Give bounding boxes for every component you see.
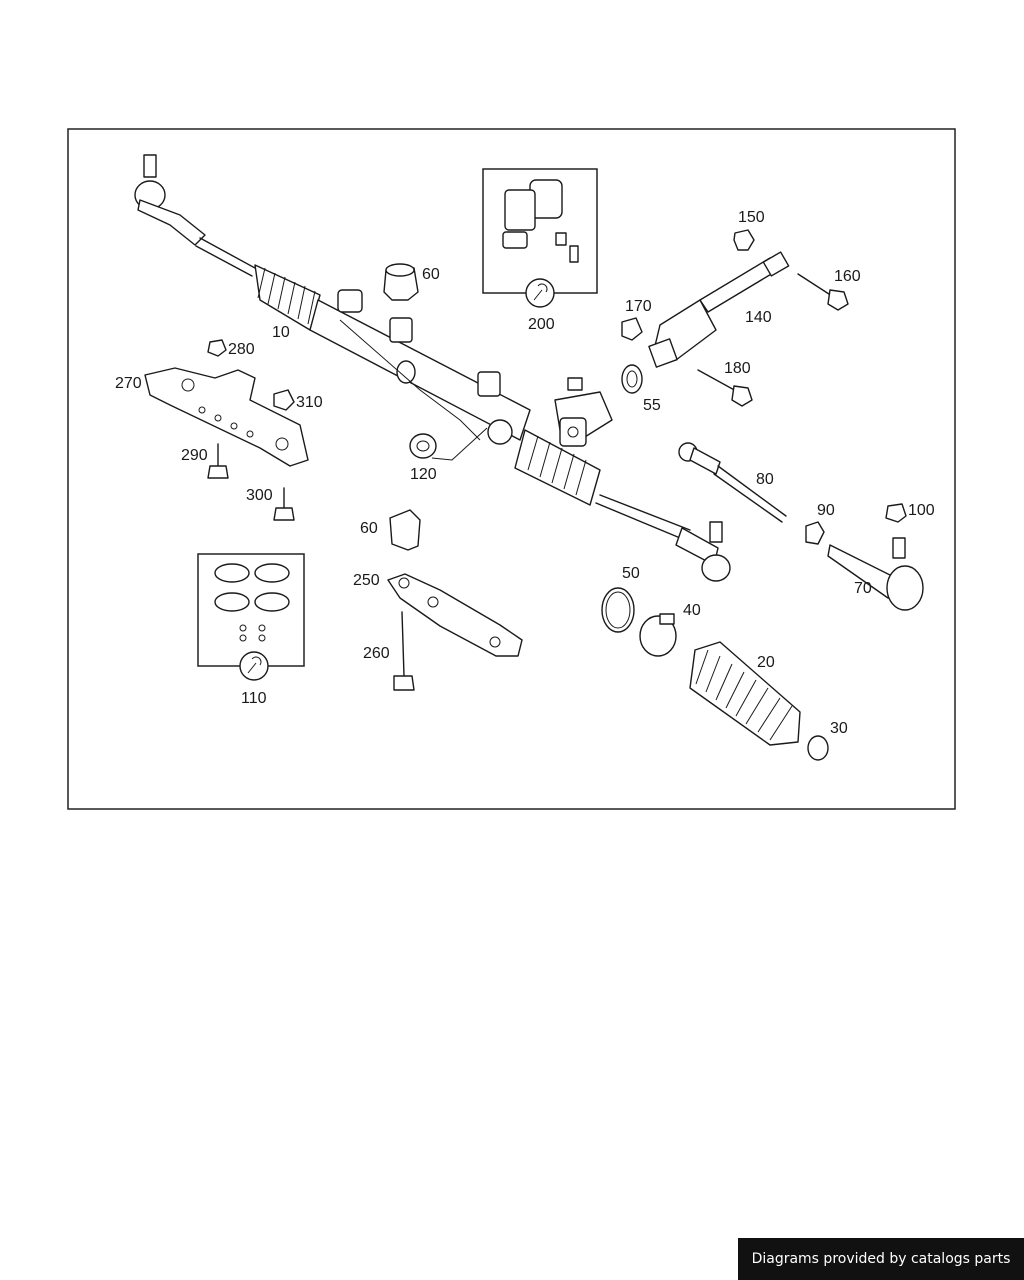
- credit-banner: Diagrams provided by catalogs parts: [738, 1238, 1024, 1280]
- nut-100: [885, 503, 907, 523]
- nut-310: [273, 389, 295, 411]
- callout-60-bottom: 60: [360, 520, 378, 537]
- callout-30: 30: [830, 720, 848, 737]
- diagram-frame: [67, 128, 956, 810]
- callout-270: 270: [115, 375, 142, 392]
- valve-repair-kit: [482, 168, 598, 308]
- callout-300: 300: [246, 487, 273, 504]
- callout-200: 200: [528, 316, 555, 333]
- rubber-mount-bottom: [389, 509, 421, 551]
- callout-140: 140: [745, 309, 772, 326]
- callout-90: 90: [817, 502, 835, 519]
- steering-rack-assembly: [134, 154, 731, 582]
- bellows-20: [689, 641, 801, 746]
- callout-150: 150: [738, 209, 765, 226]
- bolt-300: [273, 487, 295, 521]
- clamp-40: [639, 615, 677, 657]
- callout-170: 170: [625, 298, 652, 315]
- bushing-170: [621, 317, 643, 341]
- clamp-30: [807, 735, 829, 761]
- callout-250: 250: [353, 572, 380, 589]
- bracket-270: [144, 367, 309, 467]
- callout-110: 110: [241, 690, 267, 707]
- callout-310: 310: [296, 394, 323, 411]
- callout-160: 160: [834, 268, 861, 285]
- bolt-260: [393, 611, 415, 691]
- bolt-290: [207, 443, 229, 479]
- bolt-180: [697, 369, 753, 407]
- steering-shaft: [648, 251, 790, 368]
- callout-60-top: 60: [422, 266, 440, 283]
- callout-120: 120: [410, 466, 437, 483]
- inner-tie-rod: [678, 442, 787, 523]
- bolt-160: [797, 273, 849, 311]
- callout-50: 50: [622, 565, 640, 582]
- callout-280: 280: [228, 341, 255, 358]
- callout-20: 20: [757, 654, 775, 671]
- callout-80: 80: [756, 471, 774, 488]
- callout-55: 55: [643, 397, 661, 414]
- outer-tie-rod-end: [827, 537, 924, 611]
- nut-280: [207, 339, 227, 357]
- callout-260: 260: [363, 645, 390, 662]
- nut-90: [805, 521, 825, 545]
- callout-40: 40: [683, 602, 701, 619]
- callout-70: 70: [854, 580, 872, 597]
- callout-290: 290: [181, 447, 208, 464]
- callout-100: 100: [908, 502, 935, 519]
- grommet-120: [409, 433, 437, 459]
- callout-180: 180: [724, 360, 751, 377]
- nut-150: [733, 229, 755, 251]
- ring-50: [601, 587, 635, 633]
- seal-kit: [197, 553, 305, 681]
- seal-ring-55: [621, 364, 643, 394]
- callout-10: 10: [272, 324, 290, 341]
- mounting-plate-250: [387, 573, 523, 657]
